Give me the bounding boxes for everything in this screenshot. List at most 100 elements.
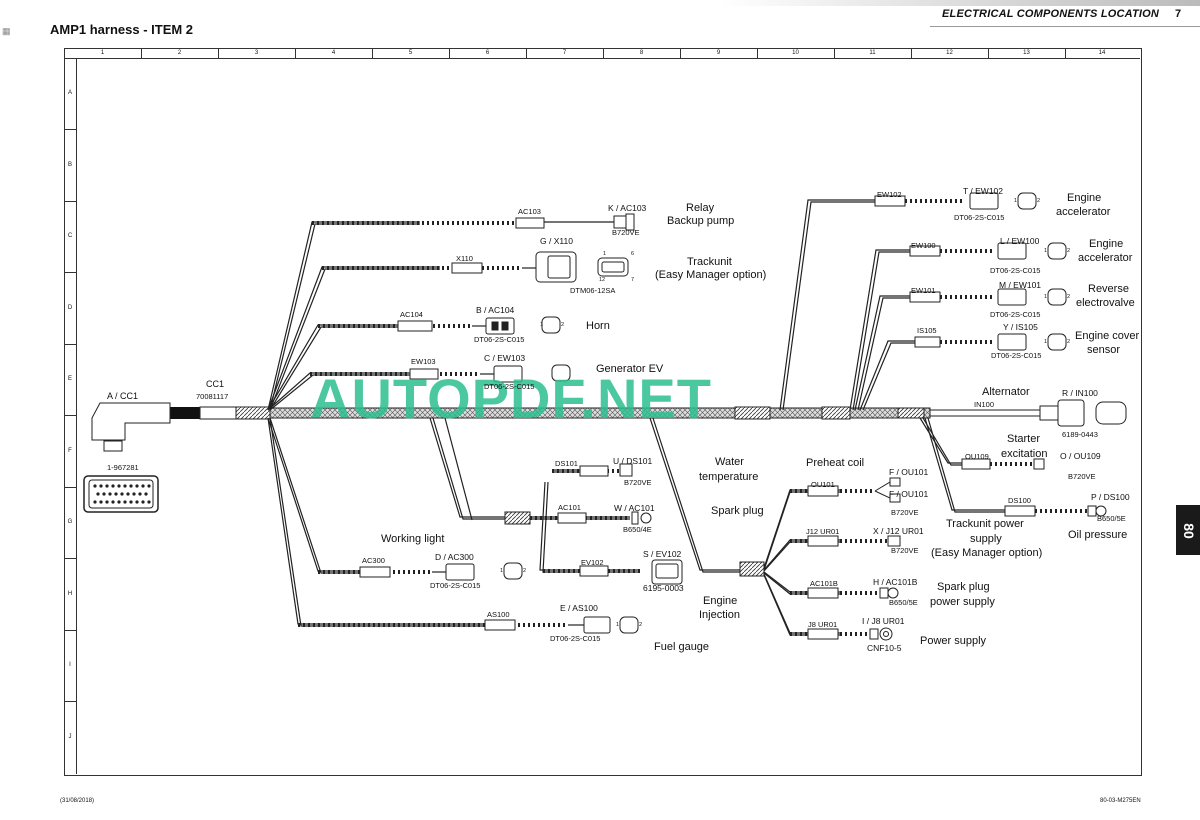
- connector-part: B650/5E: [889, 598, 918, 607]
- main-connector-cc1: [83, 402, 171, 513]
- component-desc: excitation: [1001, 448, 1048, 460]
- component-desc: (Easy Manager option): [655, 269, 767, 281]
- col-label: 8: [603, 48, 681, 58]
- connector-id: L / EW100: [1000, 236, 1040, 246]
- component-desc: accelerator: [1078, 252, 1133, 264]
- component-desc: Oil pressure: [1068, 529, 1128, 541]
- pin-number: 7: [631, 277, 635, 283]
- connector-part: DT06-2S-C015: [990, 266, 1041, 275]
- connector-part: B720VE: [891, 546, 919, 555]
- component-desc: (Easy Manager option): [931, 547, 1043, 559]
- component-desc: Power supply: [920, 635, 987, 647]
- col-label: 13: [988, 48, 1066, 58]
- wire-label: EW101: [911, 286, 936, 295]
- row-label: B: [64, 129, 76, 202]
- component-desc: Backup pump: [667, 215, 735, 227]
- component-desc: Spark plug: [937, 581, 990, 593]
- connector-part: 1-967281: [107, 463, 139, 472]
- component-desc: Horn: [586, 320, 610, 332]
- connector-id: F / OU101: [889, 467, 929, 477]
- connector-part: 6189-0443: [1062, 430, 1098, 439]
- page-number: 7: [1175, 8, 1182, 20]
- wire-label: X110: [456, 254, 473, 263]
- main-trunk: [170, 406, 1041, 420]
- pin-number: 12: [599, 277, 606, 283]
- connector-id: G / X110: [540, 236, 573, 246]
- wire-label: IN100: [974, 400, 995, 409]
- connector-id: W / AC101: [614, 503, 655, 513]
- right-lower-connectors: [807, 477, 901, 641]
- component-desc: Working light: [381, 533, 445, 545]
- component-desc: power supply: [930, 596, 995, 608]
- row-label: F: [64, 415, 76, 488]
- right-upper-connectors: [874, 192, 1127, 517]
- connector-id: X / J12 UR01: [873, 526, 924, 536]
- col-label: 14: [1098, 50, 1106, 56]
- pin-number: 2: [1067, 294, 1071, 300]
- connector-part: B650/4E: [623, 525, 652, 534]
- row-label: E: [64, 344, 76, 416]
- wire-label: AC300: [362, 556, 385, 565]
- middle-blocks: [504, 463, 765, 585]
- component-desc: Alternator: [982, 386, 1030, 398]
- connector-id: H / AC101B: [873, 577, 918, 587]
- row-label: G: [64, 487, 76, 559]
- connector-id: R / IN100: [1062, 388, 1098, 398]
- pin-number: 1: [1044, 248, 1048, 254]
- component-desc: Engine: [1089, 238, 1124, 250]
- component-desc: temperature: [699, 471, 759, 483]
- row-label: A: [64, 58, 76, 130]
- component-desc: Water: [715, 456, 744, 468]
- connector-id: D / AC300: [435, 552, 474, 562]
- pin-number: 2: [639, 622, 643, 628]
- footer-ref: 80-03-M275EN: [1100, 798, 1141, 804]
- connector-part: DT06-2S-C015: [430, 581, 481, 590]
- pin-number: 1: [616, 622, 620, 628]
- connector-id: A / CC1: [107, 391, 139, 401]
- row-label: C: [64, 201, 76, 273]
- section-tab-label: 80: [1180, 523, 1197, 539]
- col-label: 12: [911, 48, 989, 58]
- middle-branches: [429, 417, 740, 573]
- row-label: I: [64, 630, 76, 702]
- component-desc: Generator EV: [596, 363, 664, 375]
- col-label: 3: [218, 48, 296, 58]
- right-lower-branches: [763, 489, 840, 636]
- connector-id: C / EW103: [484, 353, 526, 363]
- connector-id: Y / IS105: [1003, 322, 1038, 332]
- component-desc: Trackunit power: [946, 518, 1024, 530]
- wire-label: AC101B: [810, 579, 838, 588]
- connector-part: CNF10-5: [867, 643, 902, 653]
- connector-id: S / EV102: [643, 549, 682, 559]
- connector-id: M / EW101: [999, 280, 1042, 290]
- connector-part: B720VE: [1068, 472, 1096, 481]
- wire-label: AS100: [487, 610, 510, 619]
- connector-part: DT06-2S-C015: [474, 335, 525, 344]
- cc-label: CC1: [206, 379, 225, 389]
- pin-number: 1: [603, 251, 607, 257]
- connector-part: DT06-2S-C015: [990, 310, 1041, 319]
- wire-label: EV102: [581, 558, 604, 567]
- component-desc: Starter: [1007, 433, 1041, 445]
- connector-part: DT06-2S-C015: [484, 382, 535, 391]
- section-tab: 80: [1176, 505, 1200, 555]
- row-label: H: [64, 558, 76, 631]
- component-desc: Trackunit: [687, 256, 732, 268]
- wire-label: AC101: [558, 503, 581, 512]
- pin-number: 1: [500, 568, 504, 574]
- header-rule: [930, 26, 1200, 27]
- connector-id: K / AC103: [608, 203, 647, 213]
- right-upper-sleeves: [905, 199, 1095, 513]
- right-lower-sleeves: [790, 489, 888, 636]
- pin-number: 2: [1067, 248, 1071, 254]
- connector-part: B720VE: [612, 228, 640, 237]
- pin-number: 6: [631, 251, 635, 257]
- col-label: 10: [757, 48, 835, 58]
- left-wire-labels: [359, 217, 545, 631]
- connector-id: I / J8 UR01: [862, 616, 905, 626]
- watermark: AUTOPDF.NET: [310, 367, 712, 430]
- top-gradient-bar: [0, 0, 1200, 6]
- connector-part: B720VE: [624, 478, 652, 487]
- component-desc: accelerator: [1056, 206, 1111, 218]
